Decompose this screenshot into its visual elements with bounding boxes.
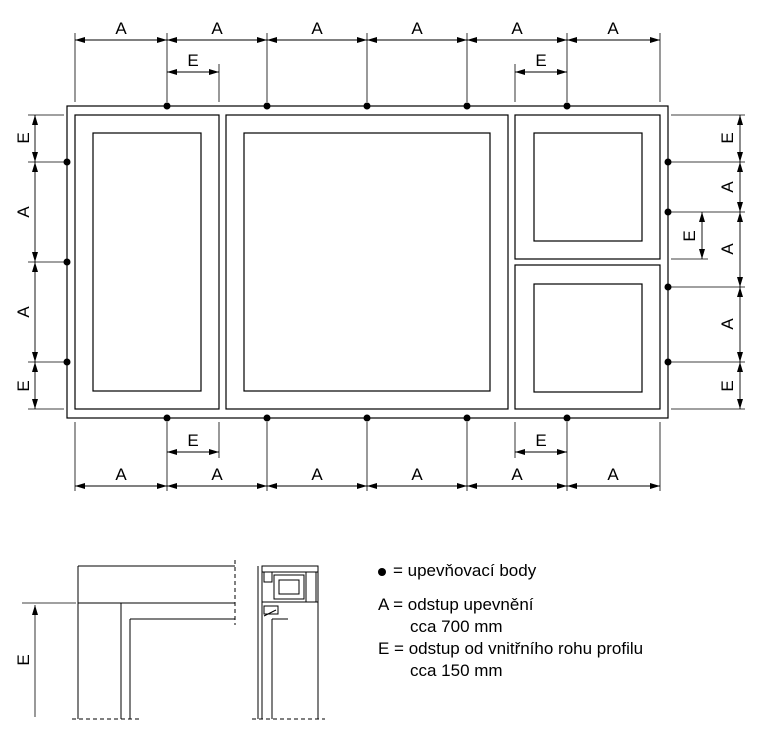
sash-right-bottom <box>514 264 661 410</box>
dim-label-e: E <box>680 230 699 241</box>
legend-points-row: = upevňovací body <box>378 560 643 582</box>
dim-label-e: E <box>718 132 737 143</box>
dim-label-a: A <box>411 19 423 38</box>
dimension-labels-right: E A A A E E <box>680 132 737 391</box>
dimension-lines-top <box>75 37 660 75</box>
dim-label-a: A <box>718 181 737 193</box>
dimension-labels-bottom: A A A A A A E E <box>115 431 619 484</box>
dim-label-a: A <box>211 465 223 484</box>
dim-label-e: E <box>718 380 737 391</box>
dimension-labels-left: E A A E <box>14 132 33 391</box>
dim-label-a: A <box>211 19 223 38</box>
dim-label-e: E <box>14 132 33 143</box>
legend: = upevňovací body A = odstup upevnění cc… <box>378 560 643 682</box>
dimension-lines-right <box>699 115 743 409</box>
dim-label-e: E <box>14 654 33 665</box>
legend-a-line2: cca 700 mm <box>410 617 503 636</box>
dim-label-e: E <box>14 380 33 391</box>
dim-label-a: A <box>607 465 619 484</box>
dim-label-a: A <box>607 19 619 38</box>
dim-label-a: A <box>311 465 323 484</box>
fixing-points-bottom <box>163 414 571 422</box>
dim-label-e: E <box>187 431 198 450</box>
dim-label-a: A <box>411 465 423 484</box>
fixing-points-top <box>163 102 571 110</box>
dim-label-a: A <box>14 206 33 218</box>
sash-right-top <box>514 114 661 260</box>
dim-label-a: A <box>511 19 523 38</box>
dim-label-a: A <box>311 19 323 38</box>
sash-left <box>74 114 220 410</box>
dim-label-e: E <box>535 431 546 450</box>
dim-label-e: E <box>187 51 198 70</box>
legend-e-line1: E = odstup od vnitřního rohu profilu <box>378 639 644 658</box>
corner-detail-dimension <box>22 602 76 717</box>
corner-detail <box>72 560 236 720</box>
dim-label-a: A <box>14 306 33 318</box>
sash-middle <box>225 114 509 410</box>
dim-label-a: A <box>511 465 523 484</box>
dimension-labels-top: A A A A A A E E <box>115 19 619 70</box>
fixing-point-icon <box>378 567 386 576</box>
dim-label-a: A <box>718 318 737 330</box>
window-frame <box>66 105 669 419</box>
profile-section <box>252 565 325 720</box>
legend-a-line1: A = odstup upevnění <box>378 595 534 614</box>
legend-points-text: = upevňovací body <box>393 561 537 580</box>
dim-label-a: A <box>115 19 127 38</box>
dim-label-e: E <box>535 51 546 70</box>
dimension-lines-bottom <box>75 449 660 489</box>
dim-label-a: A <box>115 465 127 484</box>
extension-lines <box>28 33 745 491</box>
dim-label-a: A <box>718 243 737 255</box>
legend-e-line2: cca 150 mm <box>410 661 503 680</box>
fixing-points-left <box>63 158 71 366</box>
fixing-points-right <box>664 158 672 366</box>
